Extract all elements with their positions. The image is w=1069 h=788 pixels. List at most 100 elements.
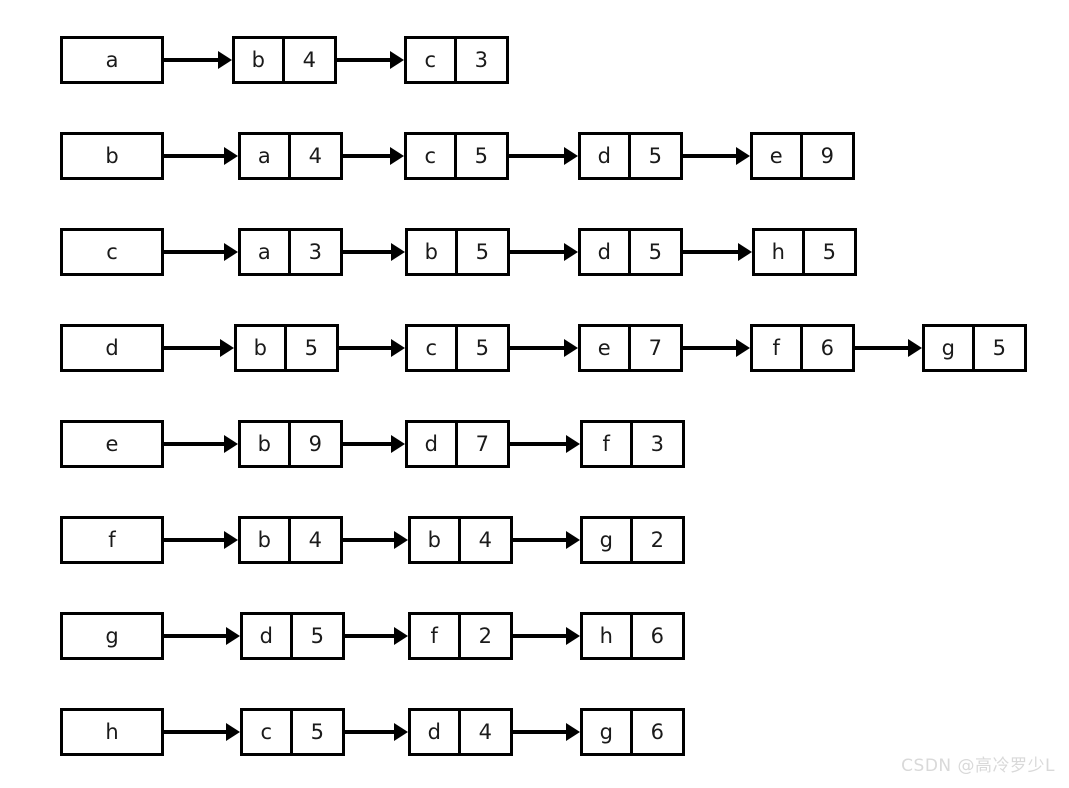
node-weight-cell: 3 bbox=[308, 239, 322, 264]
arrow-line bbox=[683, 346, 738, 350]
node-vertex-cell: a bbox=[241, 135, 291, 177]
arrow-head-icon bbox=[391, 243, 405, 261]
node-vertex-cell: d bbox=[581, 135, 631, 177]
arrow-line bbox=[343, 154, 392, 158]
arrow-head-icon bbox=[224, 435, 238, 453]
node-weight-cell: 4 bbox=[478, 719, 492, 744]
arrow-line bbox=[513, 730, 568, 734]
node-weight-cell: 5 bbox=[822, 239, 836, 264]
arrow-connector bbox=[513, 627, 580, 645]
arrow-line bbox=[164, 250, 226, 254]
arrow-line bbox=[513, 538, 568, 542]
node-weight-cell: 4 bbox=[302, 47, 316, 72]
arrow-head-icon bbox=[564, 243, 578, 261]
vertex-head-label: a bbox=[105, 47, 119, 72]
node-vertex-cell: b bbox=[241, 519, 291, 561]
node-weight-cell: 5 bbox=[310, 623, 324, 648]
node-vertex-cell: h bbox=[583, 615, 633, 657]
arrow-connector bbox=[164, 435, 238, 453]
arrow-line bbox=[164, 634, 228, 638]
vertex-head-box: f bbox=[60, 516, 164, 564]
node-vertex-cell: d bbox=[581, 231, 631, 273]
arrow-head-icon bbox=[564, 147, 578, 165]
arrow-head-icon bbox=[390, 147, 404, 165]
arrow-line bbox=[164, 346, 222, 350]
arrow-head-icon bbox=[564, 339, 578, 357]
node-vertex-cell: c bbox=[407, 39, 457, 81]
vertex-head-label: d bbox=[105, 335, 119, 360]
arrow-head-icon bbox=[908, 339, 922, 357]
arrow-connector bbox=[339, 339, 405, 357]
arrow-head-icon bbox=[566, 435, 580, 453]
vertex-head-label: b bbox=[105, 143, 119, 168]
node-weight-cell: 9 bbox=[308, 431, 322, 456]
arrow-head-icon bbox=[224, 243, 238, 261]
vertex-head-box: c bbox=[60, 228, 164, 276]
arrow-connector bbox=[513, 723, 580, 741]
arrow-connector bbox=[509, 147, 578, 165]
arrow-line bbox=[510, 250, 566, 254]
arrow-connector bbox=[510, 243, 578, 261]
node-weight-cell: 5 bbox=[475, 239, 489, 264]
arrow-head-icon bbox=[224, 531, 238, 549]
node-vertex-cell: a bbox=[241, 231, 291, 273]
arrow-line bbox=[343, 442, 393, 446]
arrow-connector bbox=[164, 531, 238, 549]
arrow-connector bbox=[164, 339, 234, 357]
node-weight-cell: 5 bbox=[474, 143, 488, 168]
node-vertex-cell: e bbox=[753, 135, 803, 177]
arrow-connector bbox=[345, 627, 408, 645]
arrow-line bbox=[510, 442, 568, 446]
arrow-connector bbox=[343, 147, 404, 165]
arrow-line bbox=[345, 634, 396, 638]
node-vertex-cell: b bbox=[411, 519, 461, 561]
arrow-head-icon bbox=[736, 147, 750, 165]
arrow-connector bbox=[164, 243, 238, 261]
node-weight-cell: 5 bbox=[304, 335, 318, 360]
arrow-head-icon bbox=[218, 51, 232, 69]
node-weight-cell: 9 bbox=[820, 143, 834, 168]
arrow-connector bbox=[683, 147, 750, 165]
node-vertex-cell: f bbox=[583, 423, 633, 465]
arrow-connector bbox=[164, 147, 238, 165]
arrow-line bbox=[164, 730, 228, 734]
arrow-line bbox=[855, 346, 910, 350]
arrow-line bbox=[164, 154, 226, 158]
node-weight-cell: 2 bbox=[478, 623, 492, 648]
csdn-watermark: CSDN @高冷罗少L bbox=[901, 756, 1055, 776]
arrow-head-icon bbox=[226, 627, 240, 645]
node-vertex-cell: h bbox=[755, 231, 805, 273]
vertex-head-box: h bbox=[60, 708, 164, 756]
arrow-head-icon bbox=[394, 627, 408, 645]
node-vertex-cell: f bbox=[411, 615, 461, 657]
node-vertex-cell: c bbox=[243, 711, 293, 753]
node-weight-cell: 6 bbox=[820, 335, 834, 360]
arrow-connector bbox=[855, 339, 922, 357]
arrow-line bbox=[164, 58, 220, 62]
node-vertex-cell: d bbox=[411, 711, 461, 753]
arrow-connector bbox=[343, 531, 408, 549]
arrow-head-icon bbox=[736, 339, 750, 357]
arrow-connector bbox=[510, 339, 578, 357]
node-weight-cell: 4 bbox=[308, 527, 322, 552]
